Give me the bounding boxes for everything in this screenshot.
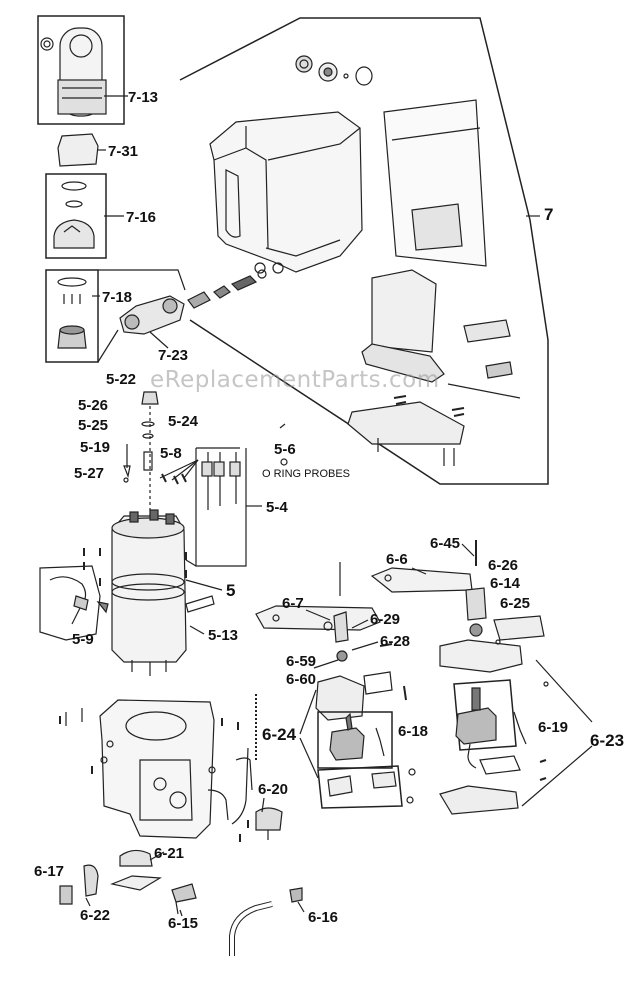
part-6-20: [255, 807, 283, 840]
label-6-59: 6-59: [286, 653, 317, 670]
part-6-21: [109, 849, 162, 891]
label-6-14: 6-14: [490, 575, 521, 592]
label-6-23: 6-23: [590, 731, 625, 750]
cover-panel: [383, 99, 487, 267]
label-5-8: 5-8: [160, 445, 182, 462]
label-5-24: 5-24: [168, 413, 199, 430]
label-5-4: 5-4: [266, 499, 288, 516]
label-6-7: 6-7: [282, 595, 304, 612]
label-5-6: 5-6: [274, 441, 296, 458]
label-5: 5: [226, 581, 236, 600]
label-7-16: 7-16: [126, 209, 157, 226]
label-7-31: 7-31: [108, 143, 139, 160]
water-tank: [209, 111, 363, 274]
label-5-27: 5-27: [74, 465, 105, 482]
label-5-22: 5-22: [106, 371, 137, 388]
part-7-31: [57, 133, 106, 167]
box-7-16: [45, 173, 107, 259]
label-6-20: 6-20: [258, 781, 289, 798]
label-6-29: 6-29: [370, 611, 401, 628]
part-6-17-6-22: [59, 864, 99, 905]
label-5-25: 5-25: [78, 417, 109, 434]
screws: [59, 548, 249, 842]
boiler: [39, 509, 215, 676]
label-6-18: 6-18: [398, 723, 429, 740]
label-6-22: 6-22: [80, 907, 111, 924]
box-6-18: [317, 711, 416, 809]
pump-bracket-left: [255, 562, 407, 721]
label-6-19: 6-19: [538, 719, 569, 736]
boiler-parts: [123, 391, 288, 567]
label-6-17: 6-17: [34, 863, 65, 880]
top-small-parts: [295, 55, 373, 86]
label-6-28: 6-28: [380, 633, 411, 650]
hose-6-16: [229, 887, 303, 956]
label-6-45: 6-45: [430, 535, 461, 552]
box-7-13: [37, 15, 125, 125]
label-5-9: 5-9: [72, 631, 94, 648]
label-6-15: 6-15: [168, 915, 199, 932]
group-7-border: [179, 17, 549, 485]
label-6-6: 6-6: [386, 551, 408, 568]
note-o-ring-probes: O RING PROBES: [262, 468, 351, 480]
part-6-15: [171, 883, 197, 915]
label-5-19: 5-19: [80, 439, 111, 456]
watermark: eReplacementParts.com: [150, 367, 440, 393]
valve-7-23: [119, 269, 267, 335]
label-7: 7: [544, 205, 554, 224]
label-6-26: 6-26: [488, 557, 519, 574]
pump-bracket-right: [370, 540, 549, 815]
drip-parts: [347, 269, 521, 466]
label-6-21: 6-21: [154, 845, 185, 862]
label-6-25: 6-25: [500, 595, 531, 612]
label-6-24: 6-24: [262, 725, 297, 744]
box-7-18: [45, 269, 99, 363]
label-6-60: 6-60: [286, 671, 317, 688]
label-7-13: 7-13: [128, 89, 159, 106]
label-7-23: 7-23: [158, 347, 189, 364]
label-5-13: 5-13: [208, 627, 239, 644]
label-6-16: 6-16: [308, 909, 339, 926]
label-7-18: 7-18: [102, 289, 133, 306]
boiler-frame: [65, 694, 257, 839]
label-5-26: 5-26: [78, 397, 109, 414]
